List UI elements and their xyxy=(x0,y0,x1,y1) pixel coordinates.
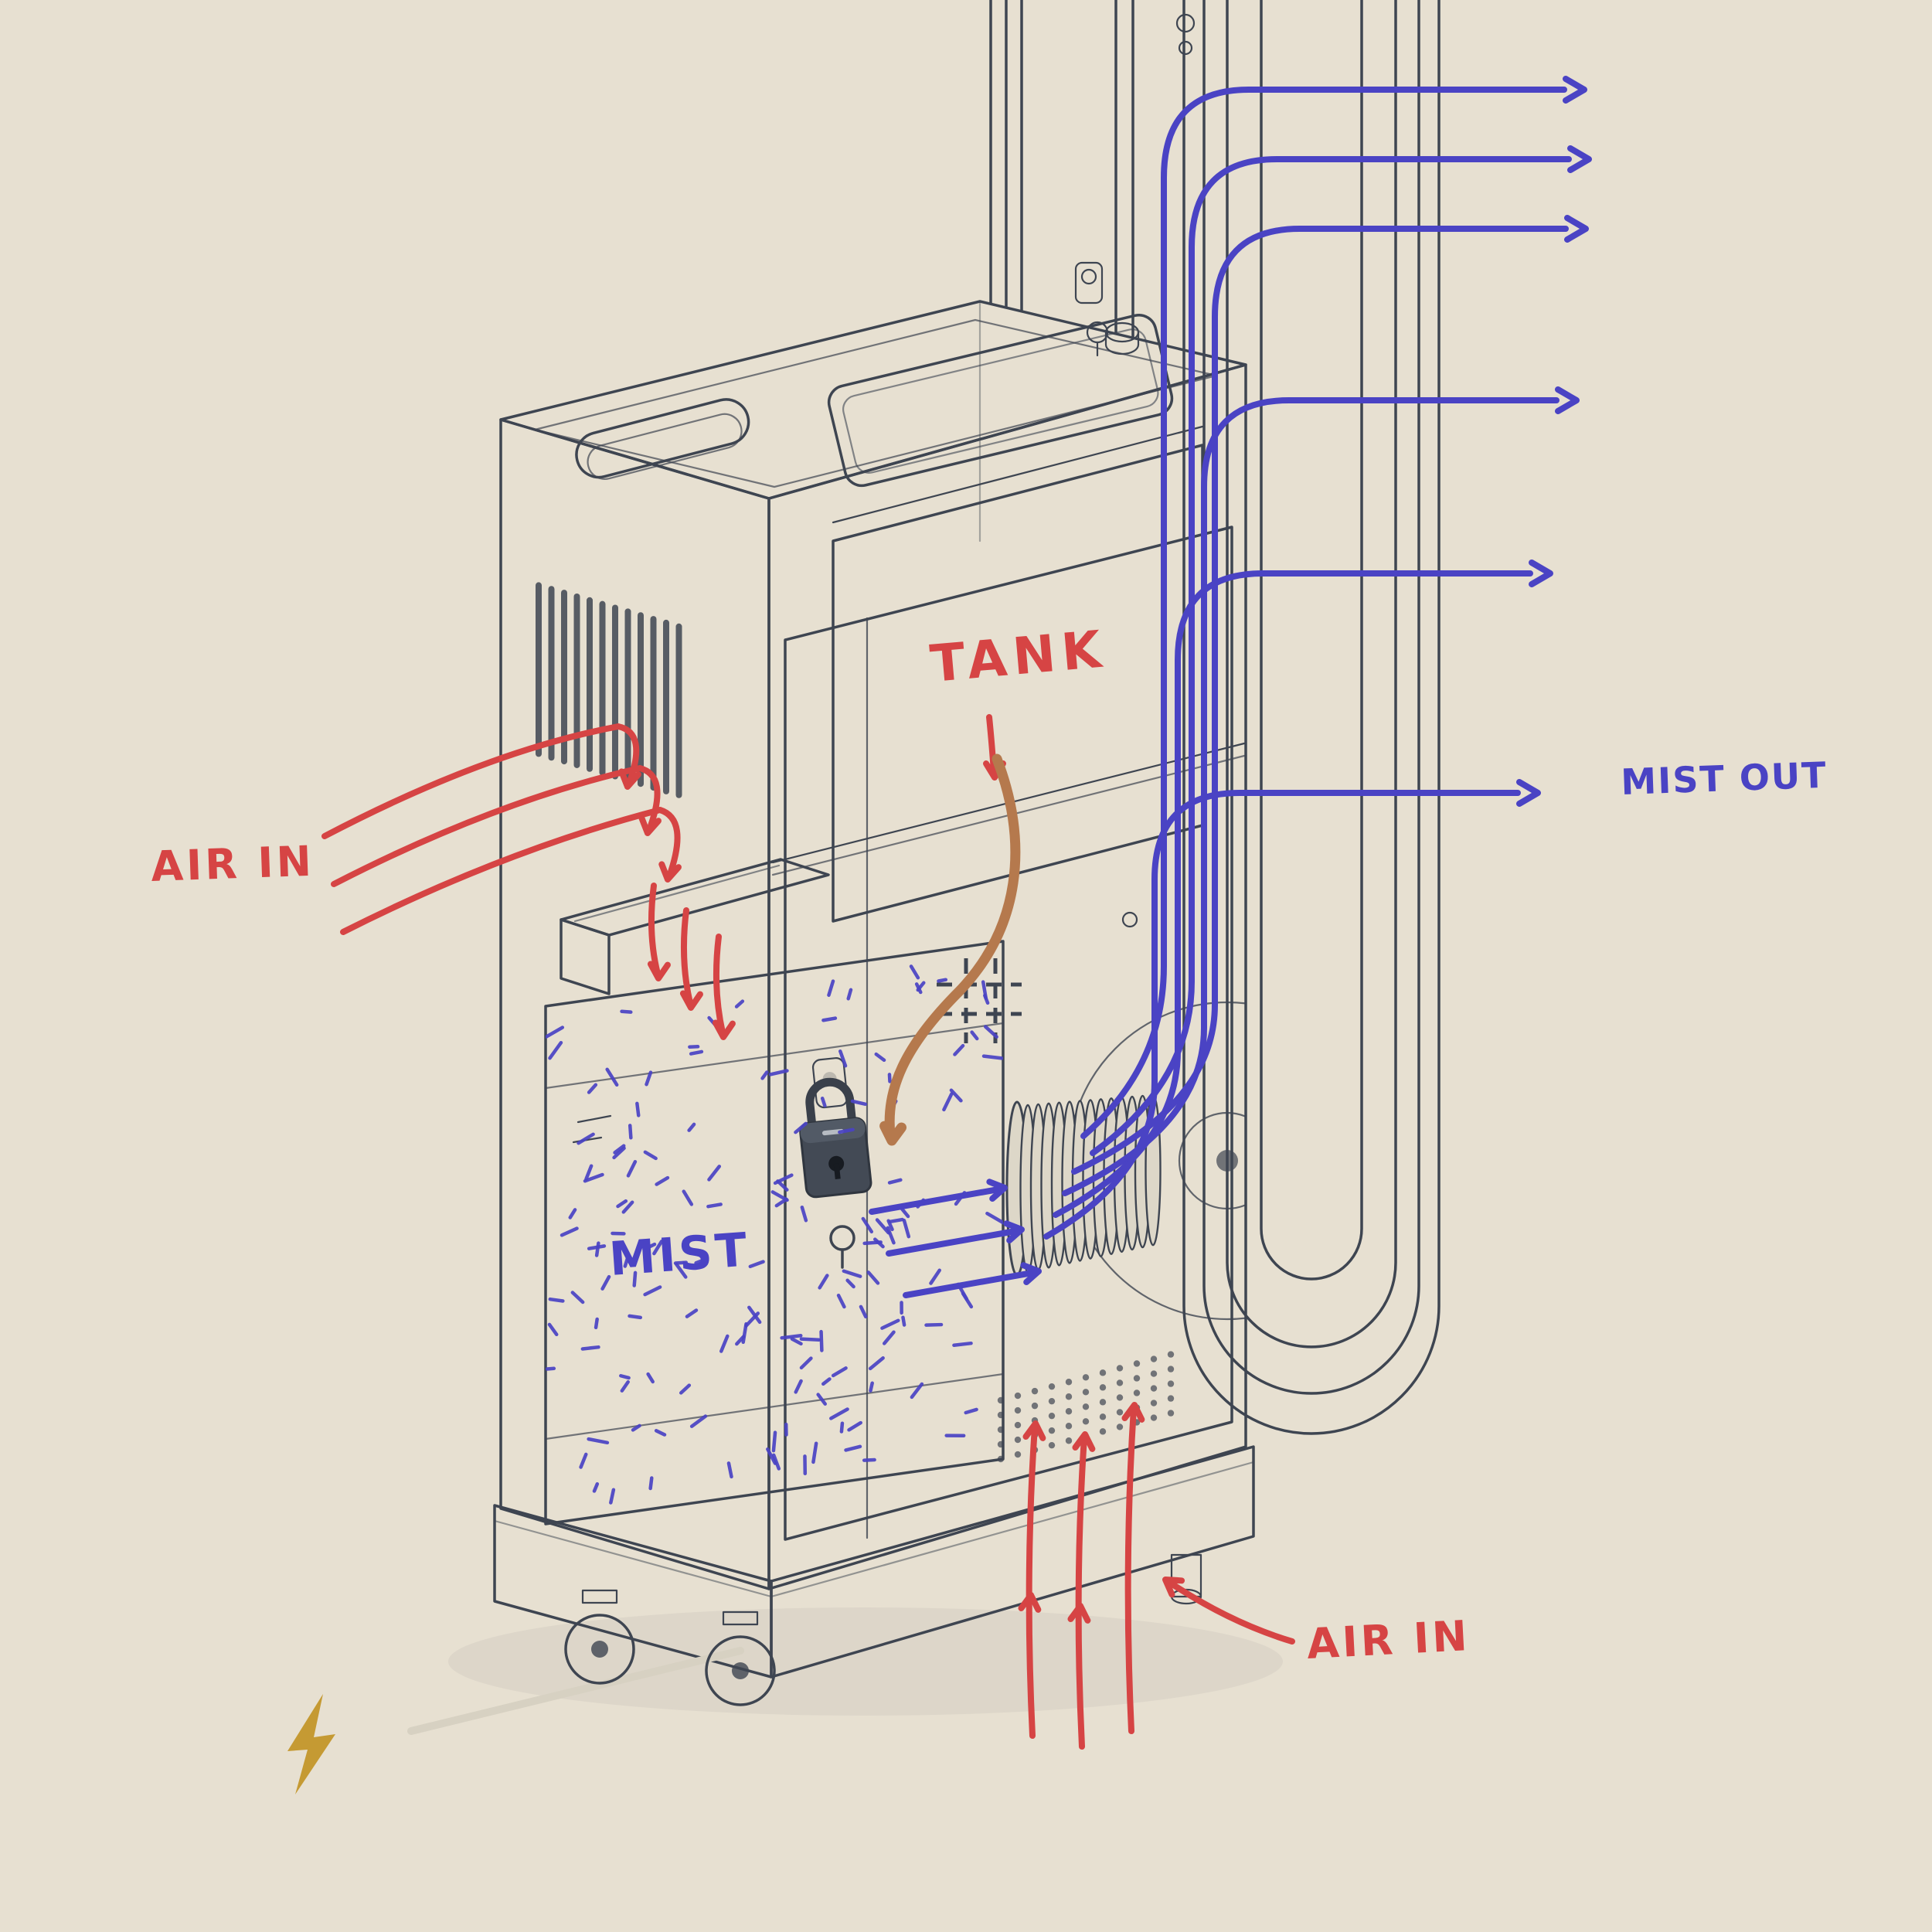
bracket-hole xyxy=(1080,268,1097,285)
tank-base-line xyxy=(544,1372,1005,1440)
base-grille xyxy=(997,1351,1175,1463)
tower-loop-outer xyxy=(1182,0,1440,1435)
top-rim-inset xyxy=(533,318,1218,488)
tower-stand xyxy=(989,0,1440,1435)
handle-rod xyxy=(407,1647,744,1735)
mist-into-hose-line xyxy=(869,1186,1002,1215)
label-tank: TANK xyxy=(928,619,1110,694)
crosshatch-motif xyxy=(937,958,1022,1043)
mist-line xyxy=(1053,570,1533,1218)
air-in-arrows-left xyxy=(321,723,733,1038)
air-in-line xyxy=(321,723,640,839)
mist-line xyxy=(1090,156,1572,1156)
air-down-line xyxy=(713,934,726,1036)
mist-line xyxy=(1043,790,1521,1240)
mist-into-hose-line xyxy=(886,1228,1019,1257)
mist-into-hose-line xyxy=(903,1270,1036,1298)
lightning-bolt-icon xyxy=(287,1694,335,1794)
vent-grille xyxy=(536,582,682,798)
air-in-line xyxy=(331,765,661,887)
glass-door xyxy=(784,526,1233,1541)
air-down-line xyxy=(680,907,693,1006)
label-mist: MIST xyxy=(607,1223,752,1287)
base-rim-line xyxy=(493,1461,1255,1598)
mist-line xyxy=(1071,226,1569,1175)
mist-speckles xyxy=(546,964,1003,1505)
arrowhead-icon xyxy=(1567,218,1586,240)
tick-mark xyxy=(577,1114,612,1124)
filler-cap xyxy=(1104,321,1140,355)
mist-line xyxy=(1080,87,1567,1139)
arrowhead-icon xyxy=(1532,563,1550,584)
mist-flow-arrows xyxy=(869,79,1589,1298)
bracket-tab xyxy=(1074,261,1104,304)
air-down-line xyxy=(648,883,661,977)
screw-icon xyxy=(1121,911,1138,928)
base-right-face xyxy=(770,1445,1255,1679)
air-diagonal-line xyxy=(1167,1580,1295,1645)
arrowhead-icon xyxy=(1519,782,1538,804)
arrowhead-icon xyxy=(1570,148,1589,170)
air-up-line xyxy=(1026,1423,1038,1739)
label-air-in-bottom: AIR IN xyxy=(1305,1611,1471,1668)
screw-icon xyxy=(1175,13,1196,33)
top-handle-slot xyxy=(575,398,750,480)
padlock-icon xyxy=(799,1057,872,1199)
air-up-line xyxy=(1075,1434,1087,1750)
tower-loop xyxy=(1202,0,1420,1395)
caster-wheel xyxy=(564,1589,635,1685)
tank-feed-arrow xyxy=(883,753,1021,1141)
air-in-line xyxy=(340,807,681,935)
label-air-in-left: AIR IN xyxy=(150,837,315,891)
tank-pointer-line xyxy=(986,714,997,776)
tank-pointer-arrow xyxy=(986,714,1003,777)
cabinet-right-face xyxy=(767,363,1247,1590)
arrowhead-icon xyxy=(1558,389,1577,411)
air-up-line xyxy=(1124,1405,1137,1734)
screw-icon xyxy=(1178,40,1193,56)
keyhole-icon xyxy=(829,1225,855,1251)
air-in-arrows-bottom xyxy=(1021,1404,1295,1750)
caster-wheel xyxy=(705,1611,776,1706)
base-and-wheels xyxy=(407,1445,1255,1735)
tower-loop-inner xyxy=(1260,0,1363,1281)
ground-shadow xyxy=(448,1607,1283,1716)
tank-feed-line xyxy=(884,753,1021,1140)
intake-tray xyxy=(560,858,830,995)
arrowhead-icon xyxy=(1566,79,1584,100)
label-mist-out: MIST OUT xyxy=(1620,754,1828,803)
tower-loop xyxy=(1226,0,1397,1349)
device-cabinet xyxy=(499,300,1247,1590)
